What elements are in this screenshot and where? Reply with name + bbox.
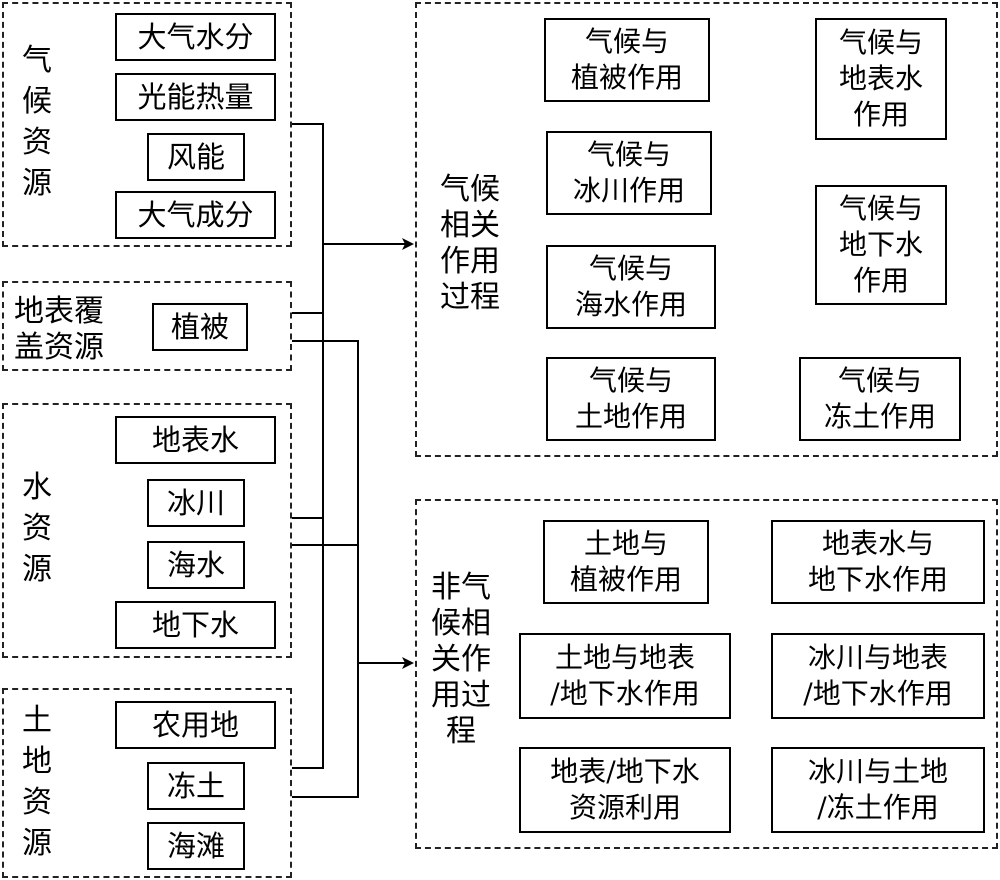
- process-line: 气候与: [838, 192, 923, 225]
- process-line: /地下水作用: [550, 677, 700, 710]
- process-climate-glacier: 气候与 冰川作用: [546, 131, 712, 215]
- land-resources-group: [2, 688, 292, 878]
- process-line: 冻土作用: [823, 400, 936, 433]
- process-climate-frozen-soil: 气候与 冻土作用: [799, 357, 961, 441]
- process-land-surface-groundwater: 土地与地表 /地下水作用: [519, 633, 731, 719]
- resource-atmospheric-water: 大气水分: [115, 13, 276, 61]
- process-line: 冰川作用: [572, 174, 685, 207]
- process-line: 气候与: [588, 364, 673, 397]
- resource-surface-water: 地表水: [115, 416, 276, 464]
- process-water-resource-use: 地表/地下水 资源利用: [519, 747, 731, 833]
- nonclimate-processes-group: [415, 499, 998, 849]
- process-line: 气候与: [586, 138, 671, 171]
- climate-processes-group: [415, 2, 998, 457]
- resource-groundwater: 地下水: [115, 601, 276, 649]
- climate-processes-label: 气候相关作用过程: [440, 172, 500, 315]
- surface-cover-label-line2: 盖资源: [14, 330, 104, 365]
- process-line: 资源利用: [568, 791, 681, 824]
- bus-nonclimate-line: [292, 340, 359, 798]
- process-line: 地下水作用: [807, 563, 948, 596]
- process-line: 冰川与土地: [807, 755, 948, 788]
- process-line: 气候与: [588, 252, 673, 285]
- process-line: /冻土作用: [817, 791, 939, 824]
- process-line: 土地与地表: [554, 641, 695, 674]
- process-line: 海水作用: [574, 288, 687, 321]
- surface-cover-label-line1: 地表覆: [14, 294, 104, 329]
- resource-beach: 海滩: [147, 822, 245, 870]
- process-line: 作用: [852, 264, 909, 297]
- bus-climate-line: [292, 123, 324, 769]
- process-line: 地表水与: [821, 527, 934, 560]
- process-line: 气候与: [838, 26, 923, 59]
- process-climate-seawater: 气候与 海水作用: [546, 245, 716, 329]
- process-climate-surface-water: 气候与 地表水 作用: [815, 18, 947, 140]
- process-glacier-land-frozen-soil: 冰川与土地 /冻土作用: [771, 747, 985, 833]
- resource-wind-energy: 风能: [147, 133, 245, 181]
- process-surface-groundwater: 地表水与 地下水作用: [771, 520, 985, 604]
- process-climate-vegetation: 气候与 植被作用: [544, 18, 710, 102]
- process-line: 地下水: [838, 228, 923, 261]
- process-line: 气候与: [837, 364, 922, 397]
- resource-glacier: 冰川: [147, 479, 245, 527]
- process-line: 植被作用: [569, 563, 682, 596]
- resource-light-heat: 光能热量: [115, 73, 276, 121]
- process-climate-groundwater: 气候与 地下水 作用: [815, 185, 947, 305]
- resource-atmospheric-composition: 大气成分: [115, 191, 276, 239]
- surface-cover-group: [2, 281, 292, 371]
- process-line: 作用: [852, 98, 909, 131]
- resource-seawater: 海水: [147, 541, 245, 589]
- process-climate-land: 气候与 土地作用: [546, 357, 716, 441]
- process-line: 冰川与地表: [807, 641, 948, 674]
- climate-resources-group: [2, 2, 292, 247]
- resource-vegetation: 植被: [152, 303, 248, 351]
- process-line: 地表水: [838, 62, 923, 95]
- land-resources-label: 土地资源: [22, 703, 52, 861]
- process-glacier-surface-groundwater: 冰川与地表 /地下水作用: [771, 633, 985, 719]
- process-line: 地表/地下水: [550, 755, 700, 788]
- water-resources-group: [2, 403, 292, 658]
- process-line: 植被作用: [570, 61, 683, 94]
- nonclimate-processes-label: 非气候相关作用过程: [431, 570, 491, 749]
- process-land-vegetation: 土地与 植被作用: [543, 520, 709, 604]
- climate-resources-label: 气候资源: [22, 43, 52, 201]
- process-line: 气候与: [584, 25, 669, 58]
- process-line: /地下水作用: [803, 677, 953, 710]
- water-resources-label: 水资源: [22, 470, 52, 587]
- resource-frozen-soil: 冻土: [147, 762, 245, 810]
- process-line: 土地与: [583, 527, 668, 560]
- process-line: 土地作用: [574, 400, 687, 433]
- resource-agricultural-land: 农用地: [115, 701, 276, 749]
